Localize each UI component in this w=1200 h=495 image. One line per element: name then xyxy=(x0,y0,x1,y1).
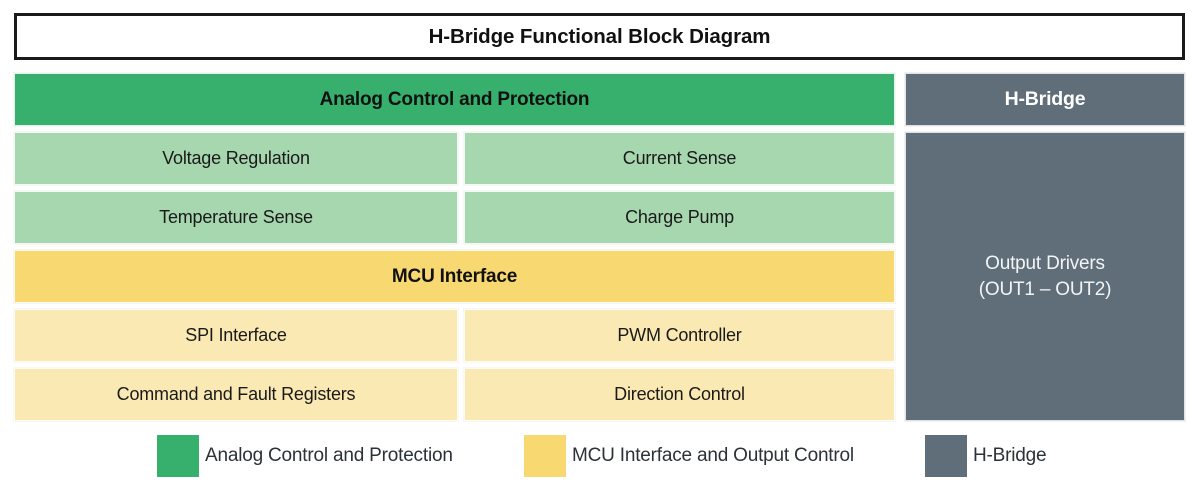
block-label: Temperature Sense xyxy=(159,207,313,227)
legend: Analog Control and Protection MCU Interf… xyxy=(0,432,1200,487)
block-label-line1: Output Drivers xyxy=(985,252,1105,274)
legend-item-mcu: MCU Interface and Output Control xyxy=(524,432,854,480)
mcu-subrow-1: SPI Interface PWM Controller xyxy=(14,309,895,362)
block-label: Analog Control and Protection xyxy=(319,88,590,110)
legend-swatch-analog xyxy=(157,435,199,477)
block-label: H-Bridge xyxy=(1004,88,1086,110)
block-label: Direction Control xyxy=(614,384,745,404)
block-label: MCU Interface xyxy=(391,265,518,287)
block-label: PWM Controller xyxy=(617,325,742,345)
left-column: Analog Control and Protection Voltage Re… xyxy=(14,73,895,423)
diagram-title-box: H-Bridge Functional Block Diagram xyxy=(14,13,1185,60)
block-analog-control-and-protection[interactable]: Analog Control and Protection xyxy=(14,73,895,126)
block-direction-control[interactable]: Direction Control xyxy=(464,368,895,421)
legend-label: Analog Control and Protection xyxy=(205,445,453,466)
block-temperature-sense[interactable]: Temperature Sense xyxy=(14,191,458,244)
legend-swatch-mcu xyxy=(524,435,566,477)
analog-subrow-2: Temperature Sense Charge Pump xyxy=(14,191,895,244)
legend-label: MCU Interface and Output Control xyxy=(572,445,854,466)
block-label: Voltage Regulation xyxy=(162,148,310,168)
page-title: H-Bridge Functional Block Diagram xyxy=(428,24,771,48)
block-mcu-interface[interactable]: MCU Interface xyxy=(14,250,895,303)
block-label: Charge Pump xyxy=(625,207,734,227)
block-h-bridge-header[interactable]: H-Bridge xyxy=(905,73,1185,126)
block-label-line2: (OUT1 – OUT2) xyxy=(978,278,1112,300)
analog-subrow-1: Voltage Regulation Current Sense xyxy=(14,132,895,185)
block-label: SPI Interface xyxy=(185,325,287,345)
block-current-sense[interactable]: Current Sense xyxy=(464,132,895,185)
block-label: Current Sense xyxy=(622,148,737,168)
block-command-and-fault-registers[interactable]: Command and Fault Registers xyxy=(14,368,458,421)
legend-label: H-Bridge xyxy=(973,445,1047,466)
mcu-header-row: MCU Interface xyxy=(14,250,895,303)
block-charge-pump[interactable]: Charge Pump xyxy=(464,191,895,244)
diagram-body: Analog Control and Protection Voltage Re… xyxy=(0,71,1200,423)
legend-swatch-hbridge xyxy=(925,435,967,477)
analog-header-row: Analog Control and Protection xyxy=(14,73,895,126)
legend-item-hbridge: H-Bridge xyxy=(925,432,1047,480)
right-column: H-Bridge Output Drivers (OUT1 – OUT2) xyxy=(905,73,1185,423)
legend-item-analog: Analog Control and Protection xyxy=(157,432,453,480)
block-pwm-controller[interactable]: PWM Controller xyxy=(464,309,895,362)
block-spi-interface[interactable]: SPI Interface xyxy=(14,309,458,362)
block-label: Command and Fault Registers xyxy=(116,384,356,404)
block-output-drivers[interactable]: Output Drivers (OUT1 – OUT2) xyxy=(905,132,1185,421)
mcu-subrow-2: Command and Fault Registers Direction Co… xyxy=(14,368,895,421)
block-voltage-regulation[interactable]: Voltage Regulation xyxy=(14,132,458,185)
